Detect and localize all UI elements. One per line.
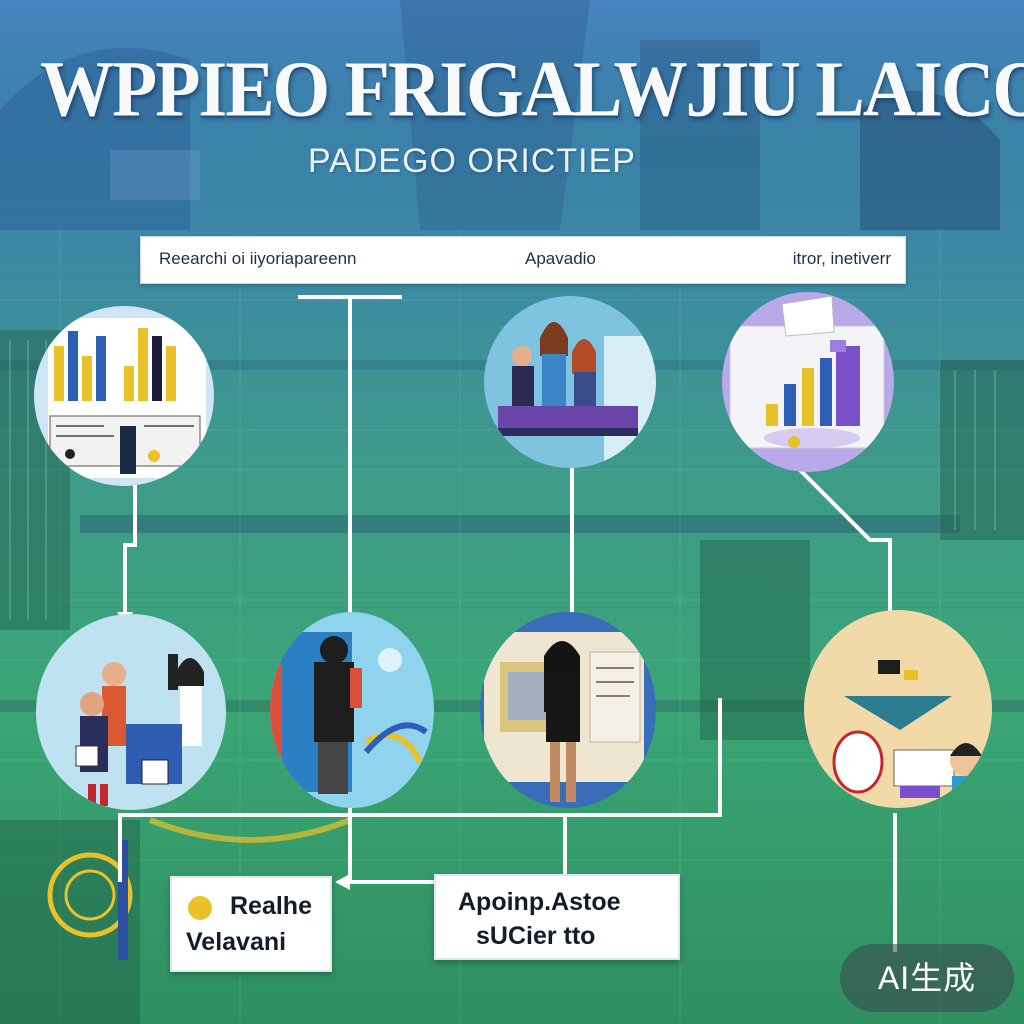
node-interface-chart (722, 292, 894, 472)
bar-chart-illustration (34, 306, 214, 486)
diagram-subtitle: PADEGO ORICTIEP (308, 142, 636, 180)
lightbulb-icon (188, 896, 212, 920)
node-presenter (270, 612, 434, 808)
analysis-illustration (804, 610, 992, 808)
header-label-bar: Reearchi oi iiyoriapareenn Apavadio itro… (140, 236, 906, 284)
node-group-collaboration (36, 614, 226, 810)
callout-left-line-1: Realhe (230, 892, 312, 920)
header-label-left: Reearchi oi iiyoriapareenn (159, 249, 357, 268)
node-team-meeting (484, 296, 656, 468)
document-illustration (480, 612, 656, 808)
callout-right-line-1: Apoinp.Astoe (458, 888, 621, 916)
header-label-right: itror, inetiverr (792, 249, 891, 268)
header-label-middle: Apavadio (525, 249, 596, 268)
ai-generated-watermark: AI生成 (840, 944, 1014, 1012)
diagram-title: WPPIEO FRIGALWJIU LAICOTETO (40, 45, 1024, 134)
presenter-illustration (270, 612, 434, 808)
node-documents (480, 612, 656, 808)
people-illustration (484, 296, 656, 468)
group-illustration (36, 614, 226, 810)
dashboard-illustration (722, 292, 894, 472)
callout-right: Apoinp.Astoe sUCier tto (434, 874, 680, 960)
node-research-chart (34, 306, 214, 486)
callout-right-line-2: sUCier tto (476, 922, 596, 950)
callout-left-line-2: Velavani (186, 928, 287, 956)
node-analysis (804, 610, 992, 808)
callout-left: Realhe Velavani (170, 876, 332, 972)
